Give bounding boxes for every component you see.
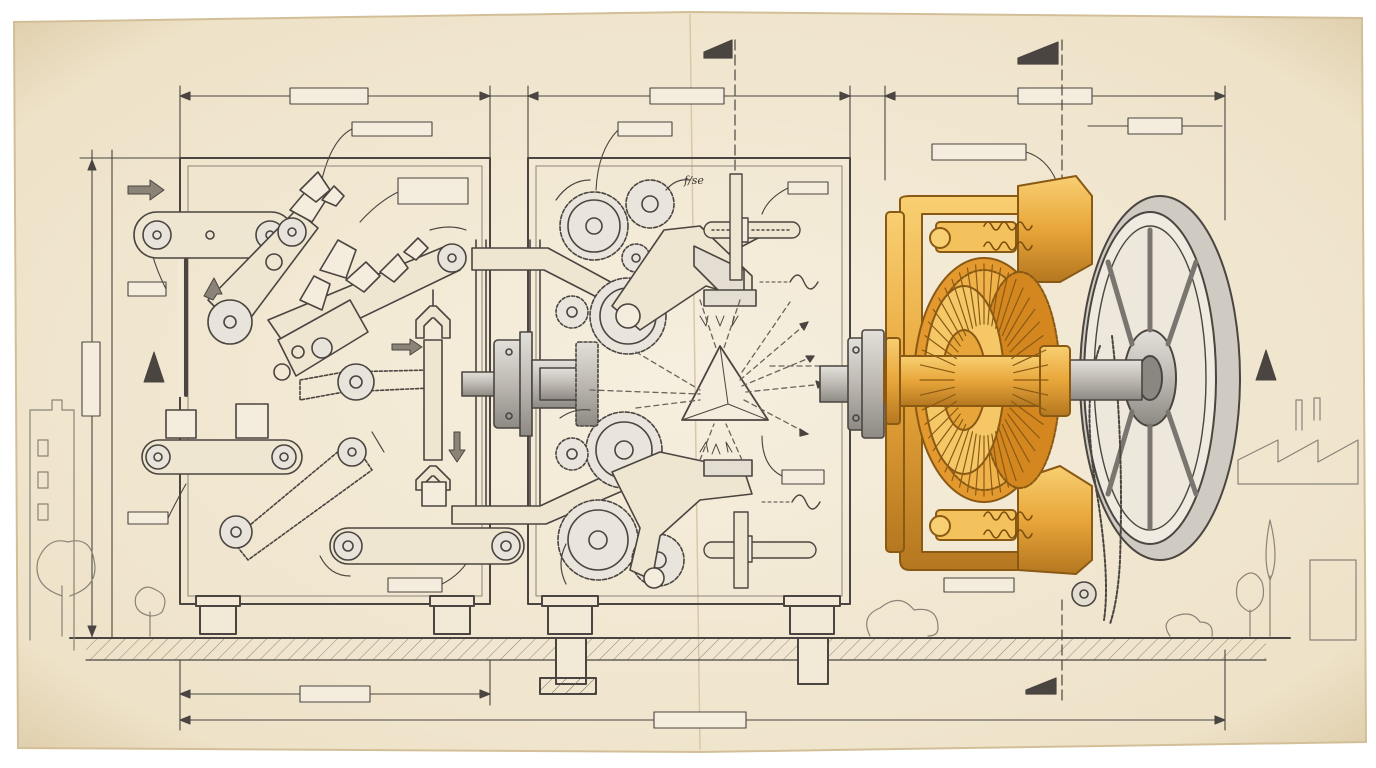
rotor-fin <box>1001 287 1024 337</box>
rotor-fin <box>951 278 970 333</box>
rotor-fin <box>1007 308 1036 347</box>
top-dimensions <box>179 85 1226 221</box>
rotor-fin <box>1013 364 1049 374</box>
paper-fold <box>689 13 701 751</box>
ink-layer <box>29 39 1359 731</box>
drive-sprocket <box>337 363 375 401</box>
left-scenery <box>29 399 166 651</box>
rotor-fin <box>924 335 957 360</box>
gear-note: f/se <box>684 174 704 187</box>
gripper-column <box>415 289 451 507</box>
rotor-fin <box>966 433 977 493</box>
right-coupling <box>819 329 885 439</box>
rotor-fin <box>919 364 955 374</box>
rotor-fin <box>924 400 957 425</box>
rotor-fin <box>1001 423 1024 473</box>
rotor-fin <box>1009 321 1041 353</box>
rotor-fin <box>1012 393 1047 411</box>
rotor-fin <box>1007 413 1036 452</box>
section-flag-icon <box>703 39 733 59</box>
rotor-fin <box>974 434 981 496</box>
rotor-fin <box>1004 419 1030 463</box>
wave-symbol <box>789 274 819 290</box>
mechanism-linkage-left <box>273 299 369 381</box>
rotor-fin <box>991 267 1002 327</box>
bottom-dimensions <box>179 649 1226 731</box>
rotor-fin <box>991 433 1002 493</box>
rotor-fin <box>938 297 964 341</box>
rotor-fin <box>994 431 1010 488</box>
arrow-down-icon <box>448 431 466 463</box>
rotor-fin <box>927 321 959 353</box>
section-flag-icon <box>1025 677 1057 695</box>
left-dimension <box>79 149 181 639</box>
rotor-fin <box>998 278 1017 333</box>
rotor-fin <box>938 419 964 463</box>
right-scenery <box>866 397 1359 641</box>
chain-sprocket <box>1071 581 1097 607</box>
rotor-fin <box>921 349 956 367</box>
ground-hatch <box>86 638 1266 660</box>
arrow-right-icon <box>391 338 423 356</box>
rotor-fin <box>958 431 974 488</box>
rotor-fin <box>987 264 994 326</box>
rotor-fin <box>1012 349 1047 367</box>
rotor-fin <box>932 308 961 347</box>
idler-wheel <box>337 437 367 467</box>
rotor-fin <box>927 407 959 439</box>
section-markers <box>703 39 1063 701</box>
rotor-fin <box>1011 335 1044 360</box>
triangle-marker-icon <box>143 351 165 383</box>
rotor-fin <box>944 423 967 473</box>
section-flag-icon <box>1017 41 1059 65</box>
rotor-fin <box>1013 386 1049 396</box>
arrow-right-icon <box>127 179 165 201</box>
conveyor-bottom <box>329 527 525 565</box>
rotor-fin <box>1011 400 1044 425</box>
swing-arm-lower <box>611 451 753 589</box>
rotor-fin <box>1009 407 1041 439</box>
rotor-fin <box>921 393 956 411</box>
rotor-fin <box>966 267 977 327</box>
idler-wheel <box>219 515 253 549</box>
rotor-fin <box>998 427 1017 482</box>
rotor-fin <box>958 272 974 329</box>
rotor-fin <box>1004 297 1030 341</box>
slider-scale-upper <box>703 173 801 281</box>
middle-housing <box>527 157 851 695</box>
rotor-fin <box>932 413 961 452</box>
rotor-fins <box>919 263 1049 497</box>
brass-assembly <box>883 175 1093 575</box>
triangle-marker-icon <box>1255 349 1277 381</box>
rotor-fin <box>987 434 994 496</box>
wave-symbol <box>791 494 821 510</box>
rotor-fin <box>974 264 981 326</box>
swing-arm-upper <box>611 225 757 331</box>
conveyor-lower-left <box>141 403 303 475</box>
callout-labels <box>127 121 1057 593</box>
conveyor-left-incline <box>207 209 319 345</box>
middle-drive-shaft <box>539 341 599 427</box>
rotor-fin <box>919 386 955 396</box>
prism-optics <box>589 299 845 461</box>
arrow-up-icon <box>203 277 223 301</box>
rotor-fin <box>944 287 967 337</box>
rotor-fin <box>994 272 1010 329</box>
rotor-fin <box>951 427 970 482</box>
rotation-arrows <box>319 179 691 585</box>
slider-scale-lower <box>703 511 817 589</box>
conveyor-top <box>133 211 295 259</box>
